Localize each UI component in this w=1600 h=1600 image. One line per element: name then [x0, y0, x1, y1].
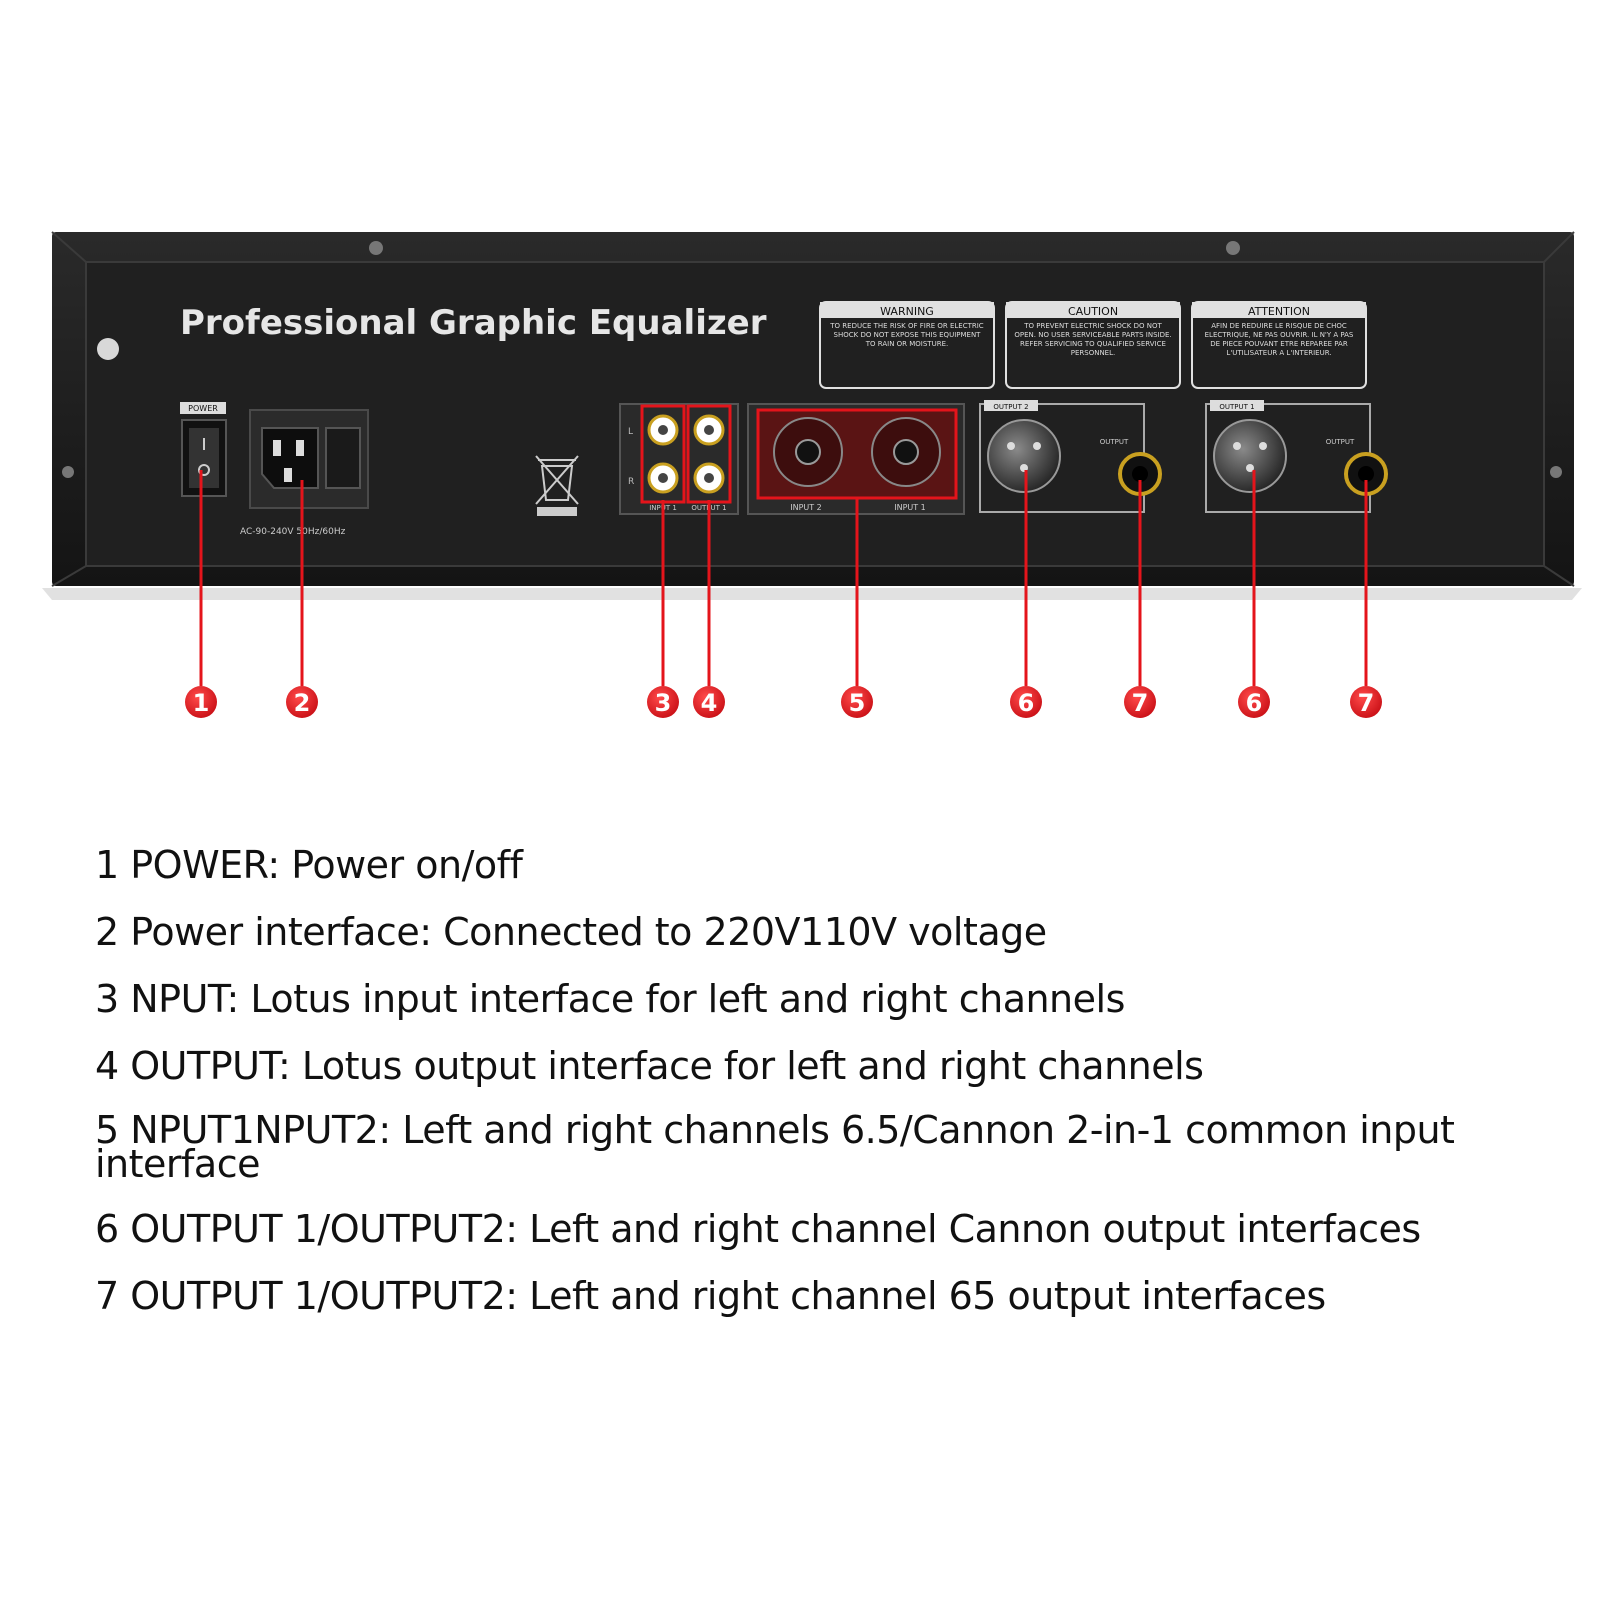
xlr-output-2[interactable]	[987, 419, 1061, 493]
legend-item-cannon-output: 6 OUTPUT 1/OUTPUT2: Left and right chann…	[95, 1207, 1421, 1251]
callout-number: 2	[294, 689, 311, 717]
legend-item-input: 3 NPUT: Lotus input interface for left a…	[95, 977, 1125, 1021]
attention-text: AFIN DE REDUIRE LE RISQUE DE CHOC ELECTR…	[1204, 322, 1354, 357]
voltage-label: AC-90-240V 50Hz/60Hz	[240, 527, 346, 537]
callout-number: 5	[849, 689, 866, 717]
callout-number: 6	[1246, 689, 1263, 717]
legend-item-power: 1 POWER: Power on/off	[95, 843, 523, 887]
callout-leaders	[199, 470, 1368, 686]
power-label: POWER	[188, 404, 218, 413]
attention-heading: ATTENTION	[1248, 305, 1310, 318]
warning-label-warning: WARNING TO REDUCE THE RISK OF FIRE OR EL…	[819, 301, 995, 389]
callout-number: 7	[1358, 689, 1375, 717]
callout-7b: 7	[1350, 686, 1382, 718]
screw-icon	[369, 241, 383, 255]
callout-6: 6	[1010, 686, 1042, 718]
callout-2: 2	[286, 686, 318, 718]
warning-label-attention: ATTENTION AFIN DE REDUIRE LE RISQUE DE C…	[1191, 301, 1367, 389]
warning-text: TO REDUCE THE RISK OF FIRE OR ELECTRIC S…	[830, 322, 984, 348]
device-title: Professional Graphic Equalizer	[180, 303, 767, 343]
callout-number: 4	[701, 689, 718, 717]
callout-number: 7	[1132, 689, 1149, 717]
output-1-label: OUTPUT 1	[1219, 403, 1254, 411]
legend-item-combo-input: 5 NPUT1NPUT2: Left and right channels 6.…	[95, 1108, 1455, 1186]
warning-label-caution: CAUTION TO PREVENT ELECTRIC SHOCK DO NOT…	[1005, 301, 1181, 389]
rca-block: L R INPUT 1 OUTPUT 1	[619, 403, 739, 515]
jack-label: OUTPUT	[1100, 438, 1129, 446]
callout-number: 1	[193, 689, 210, 717]
callout-3: 3	[647, 686, 679, 718]
combo-input-block: INPUT 2 INPUT 1	[747, 403, 965, 515]
legend: 1 POWER: Power on/off 2 Power interface:…	[95, 845, 1545, 1343]
callout-5: 5	[841, 686, 873, 718]
caution-heading: CAUTION	[1068, 305, 1118, 318]
recycle-bin-icon	[535, 455, 579, 516]
callout-1: 1	[185, 686, 217, 718]
output-2-label: OUTPUT 2	[993, 403, 1028, 411]
screw-icon	[1550, 466, 1562, 478]
legend-item-power-interface: 2 Power interface: Connected to 220V110V…	[95, 910, 1047, 954]
warning-heading: WARNING	[880, 305, 934, 318]
combo-label-input-2: INPUT 2	[790, 503, 822, 512]
callout-7: 7	[1124, 686, 1156, 718]
legend-item-jack-output: 7 OUTPUT 1/OUTPUT2: Left and right chann…	[95, 1274, 1326, 1318]
power-inlet[interactable]: AC-90-240V 50Hz/60Hz	[240, 409, 369, 537]
screw-icon	[62, 466, 74, 478]
output-1-block: OUTPUT 1 OUTPUT	[1205, 400, 1388, 513]
callouts: 1 2 3 4 5 6 7 6 7	[185, 686, 1382, 718]
callout-number: 6	[1018, 689, 1035, 717]
caution-text: TO PREVENT ELECTRIC SHOCK DO NOT OPEN. N…	[1014, 322, 1172, 357]
callout-6b: 6	[1238, 686, 1270, 718]
callout-number: 3	[655, 689, 672, 717]
xlr-output-1[interactable]	[1213, 419, 1287, 493]
rca-left-label: L	[628, 427, 633, 437]
power-switch[interactable]: POWER	[180, 402, 227, 497]
jack-label: OUTPUT	[1326, 438, 1355, 446]
rca-right-label: R	[628, 477, 634, 487]
grounding-screw-icon	[97, 338, 119, 360]
callout-4: 4	[693, 686, 725, 718]
fuse-holder	[325, 427, 361, 489]
screw-icon	[1226, 241, 1240, 255]
combo-label-input-1: INPUT 1	[894, 503, 926, 512]
legend-item-output: 4 OUTPUT: Lotus output interface for lef…	[95, 1044, 1204, 1088]
